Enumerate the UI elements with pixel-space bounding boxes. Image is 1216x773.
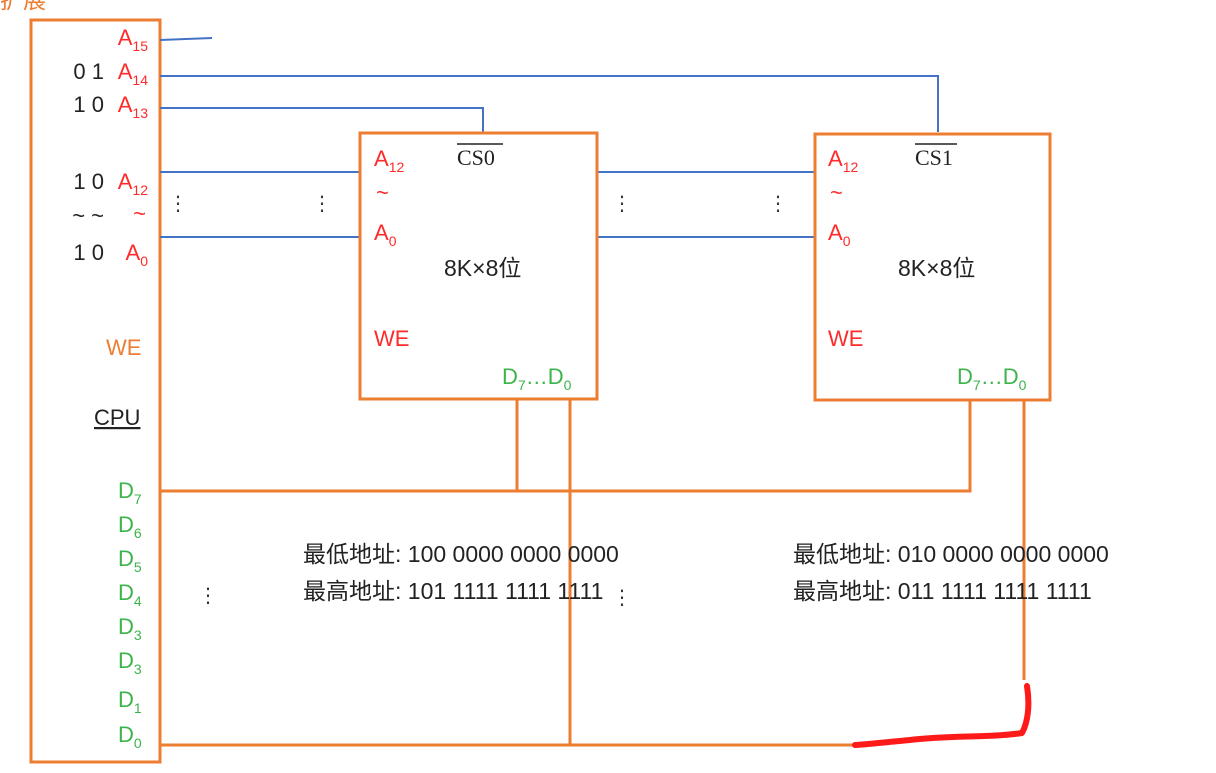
cpu-pin-a14-bits: 0 1 — [73, 59, 104, 84]
cpu-pin-a13-bits: 1 0 — [73, 92, 104, 117]
a15-line — [159, 37, 213, 41]
memory-chip-0 — [358, 131, 599, 401]
chip0-we: WE — [374, 326, 409, 351]
cpu-pin-a13: A13 — [118, 92, 148, 121]
cpu-pin-d7: D7 — [118, 478, 142, 507]
cpu-pin-tilde-bits: ~ ~ — [72, 203, 104, 228]
cpu-pin-tilde: ~ — [133, 201, 146, 226]
bus-dots-3: ⋮ — [612, 193, 632, 215]
data-bus-dots-2: ⋮ — [612, 587, 632, 609]
bus-dots-2: ⋮ — [312, 193, 332, 215]
cpu-pin-d1: D1 — [118, 687, 142, 716]
chip1-capacity: 8K×8位 — [898, 255, 975, 281]
chip1-pin-a0: A0 — [828, 220, 851, 249]
data-bus-dots: ⋮ — [198, 585, 218, 607]
cpu-block — [29, 18, 162, 764]
chip1-data-pins: D7…D0 — [957, 364, 1027, 393]
cs0-label: CS0 — [457, 145, 495, 170]
chip1-we: WE — [828, 326, 863, 351]
cpu-pin-d0: D0 — [118, 722, 142, 751]
cpu-pin-a12-bits: 1 0 — [73, 169, 104, 194]
cpu-pin-d3-b: D3 — [118, 648, 142, 677]
cpu-pin-d5: D5 — [118, 546, 142, 575]
cpu-pin-a14: A14 — [118, 59, 148, 88]
chip0-lowest-address: 最低地址: 100 0000 0000 0000 — [303, 541, 619, 567]
chip0-pin-a0: A0 — [374, 220, 397, 249]
a13-to-cs0-line — [160, 107, 484, 132]
chip1-tilde: ~ — [830, 180, 843, 205]
cpu-pin-d4: D4 — [118, 580, 142, 609]
cpu-pin-a12: A12 — [118, 169, 148, 198]
bus-dots-4: ⋮ — [768, 193, 788, 215]
a14-to-cs1-line — [160, 75, 939, 132]
cpu-pin-d6: D6 — [118, 512, 142, 541]
header-partial: 扩展 — [0, 0, 46, 13]
cpu-pin-a0-bits: 1 0 — [73, 240, 104, 265]
chip0-pin-a12: A12 — [374, 146, 404, 175]
cpu-pin-d3: D3 — [118, 614, 142, 643]
bus-dots-1: ⋮ — [168, 193, 188, 215]
red-annotation-stroke — [852, 683, 1032, 748]
cpu-label: CPU — [94, 405, 140, 430]
cpu-we-label: WE — [106, 335, 141, 360]
chip0-data-pins: D7…D0 — [502, 364, 572, 393]
d7-bus-wire — [160, 400, 972, 493]
chip0-tilde: ~ — [376, 180, 389, 205]
chip0-capacity: 8K×8位 — [444, 255, 521, 281]
chip1-highest-address: 最高地址: 011 1111 1111 1111 — [793, 578, 1092, 604]
cpu-pin-a0: A0 — [126, 240, 149, 269]
memory-chip-1 — [813, 132, 1052, 402]
chip1-pin-a12: A12 — [828, 146, 858, 175]
cpu-pin-a15: A15 — [118, 25, 148, 54]
cs1-label: CS1 — [915, 145, 953, 170]
chip0-highest-address: 最高地址: 101 1111 1111 1111 — [303, 578, 603, 604]
chip1-lowest-address: 最低地址: 010 0000 0000 0000 — [793, 541, 1109, 567]
